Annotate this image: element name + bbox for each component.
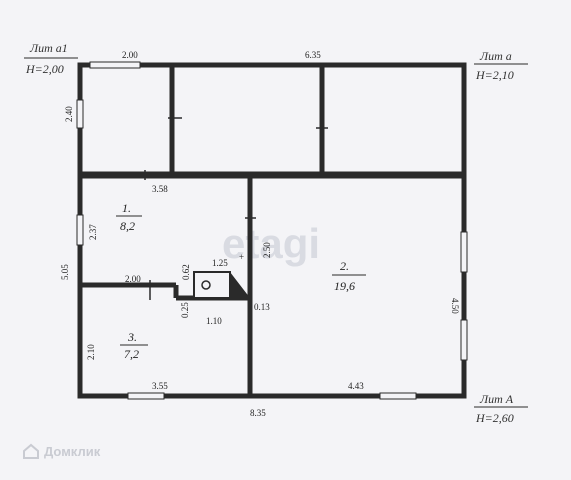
room-1-area: 8,2 bbox=[120, 219, 135, 233]
room-3-number: 3. bbox=[127, 330, 137, 344]
lit-a1-height: H=2,00 bbox=[25, 62, 64, 76]
lit-A-name: Лит А bbox=[479, 392, 514, 406]
dim-room1-left: 2.37 bbox=[88, 224, 98, 240]
dim-room1-top: 3.58 bbox=[152, 184, 168, 194]
window-a1-top bbox=[89, 61, 141, 69]
dim-top-left: 2.00 bbox=[122, 50, 138, 60]
room-2-area: 19,6 bbox=[334, 279, 355, 293]
window-room1-left bbox=[76, 214, 84, 246]
chimney-mark bbox=[230, 272, 250, 298]
lit-A-height: H=2,60 bbox=[475, 411, 514, 425]
dim-top: 6.35 bbox=[305, 50, 321, 60]
dim-room3-bottom: 3.55 bbox=[152, 381, 168, 391]
dim-bottom-total: 8.35 bbox=[250, 408, 266, 418]
dim-stair-width: 1.10 bbox=[206, 316, 222, 326]
dim-room3-left: 2.10 bbox=[86, 344, 96, 360]
window-a1-left bbox=[76, 99, 84, 129]
dim-stair-bottom: 0.25 bbox=[180, 302, 190, 318]
room-1-number: 1. bbox=[122, 201, 131, 215]
dim-stair-left: 0.62 bbox=[181, 264, 191, 280]
cross-mark: + bbox=[239, 252, 244, 262]
dim-room2-right: 4.50 bbox=[450, 298, 460, 314]
window-room2-bottom bbox=[379, 392, 417, 400]
logo-text: Домклик bbox=[44, 443, 101, 459]
dim-room2-bottom: 4.43 bbox=[348, 381, 364, 391]
watermark: etagi bbox=[222, 220, 320, 267]
annex-a1-outline bbox=[77, 62, 175, 179]
window-room2-right-bottom bbox=[460, 319, 468, 361]
dim-room3-top: 2.00 bbox=[125, 274, 141, 284]
logo: Домклик bbox=[22, 442, 100, 460]
room-3-area: 7,2 bbox=[124, 347, 139, 361]
house-icon bbox=[23, 443, 39, 459]
lit-a1-name: Лит а1 bbox=[29, 41, 68, 55]
stove-block bbox=[193, 271, 231, 299]
annex-a-outline bbox=[169, 62, 467, 179]
stove-circle bbox=[201, 280, 211, 290]
lit-a-name: Лит а bbox=[479, 49, 512, 63]
lit-a-height: H=2,10 bbox=[475, 68, 514, 82]
window-room2-right-top bbox=[460, 231, 468, 273]
dim-stair-top: 1.25 bbox=[212, 258, 228, 268]
room-2-number: 2. bbox=[340, 259, 349, 273]
dim-left-total: 5.05 bbox=[60, 264, 70, 280]
dim-left-a1: 2.40 bbox=[64, 106, 74, 122]
dim-room2-left: 2.50 bbox=[262, 242, 272, 258]
dim-stair-right: 0.13 bbox=[254, 302, 270, 312]
window-room3-bottom bbox=[127, 392, 165, 400]
